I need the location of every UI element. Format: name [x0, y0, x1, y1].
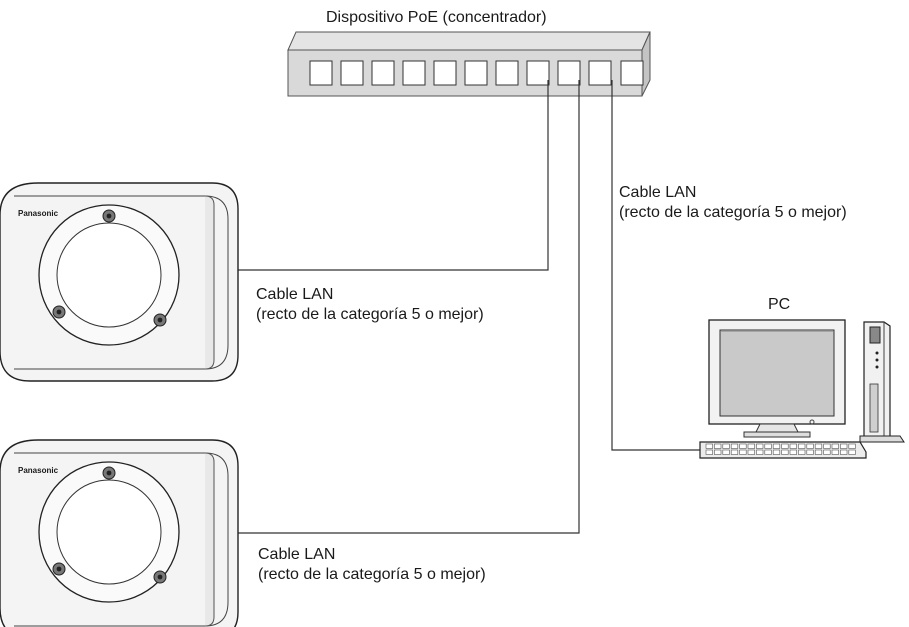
cable-label-camera-2-line1: Cable LAN [258, 546, 336, 563]
cable-camera-2 [238, 80, 580, 534]
camera-1-screw-right [153, 313, 167, 327]
cable-label-camera-2-line2: (recto de la categoría 5 o mejor) [258, 566, 486, 583]
camera-2-brand-logo: Panasonic [18, 466, 59, 475]
camera-1: Panasonic [0, 182, 239, 382]
pc-monitor [708, 319, 846, 438]
pc-tower [859, 321, 905, 443]
cable-pc [611, 80, 700, 451]
hub-port-8 [526, 60, 550, 86]
hub-port-7 [495, 60, 519, 86]
hub-label: Dispositivo PoE (concentrador) [326, 9, 547, 26]
camera-1-screw-left [52, 305, 66, 319]
hub-port-6 [464, 60, 488, 86]
camera-2: Panasonic [0, 439, 239, 627]
hub-port-4 [402, 60, 426, 86]
camera-1-screw-top [102, 209, 116, 223]
hub-port-2 [340, 60, 364, 86]
camera-2-screw-left [52, 562, 66, 576]
cable-label-pc-line2: (recto de la categoría 5 o mejor) [619, 204, 847, 221]
hub-port-5 [433, 60, 457, 86]
cable-label-pc-line1: Cable LAN [619, 184, 697, 201]
camera-2-screw-right [153, 570, 167, 584]
camera-2-screw-top [102, 466, 116, 480]
pc [699, 319, 905, 459]
hub-port-3 [371, 60, 395, 86]
cable-label-camera-1-line2: (recto de la categoría 5 o mejor) [256, 306, 484, 323]
cable-camera-1 [238, 80, 549, 271]
camera-1-brand-logo: Panasonic [18, 209, 59, 218]
hub-ports [309, 60, 644, 86]
hub-port-11 [620, 60, 644, 86]
pc-label: PC [768, 296, 791, 313]
hub-port-9 [557, 60, 581, 86]
hub-port-1 [309, 60, 333, 86]
hub-port-10 [588, 60, 612, 86]
pc-keyboard [699, 441, 867, 459]
poe-hub [287, 31, 651, 97]
cable-label-camera-1-line1: Cable LAN [256, 286, 334, 303]
